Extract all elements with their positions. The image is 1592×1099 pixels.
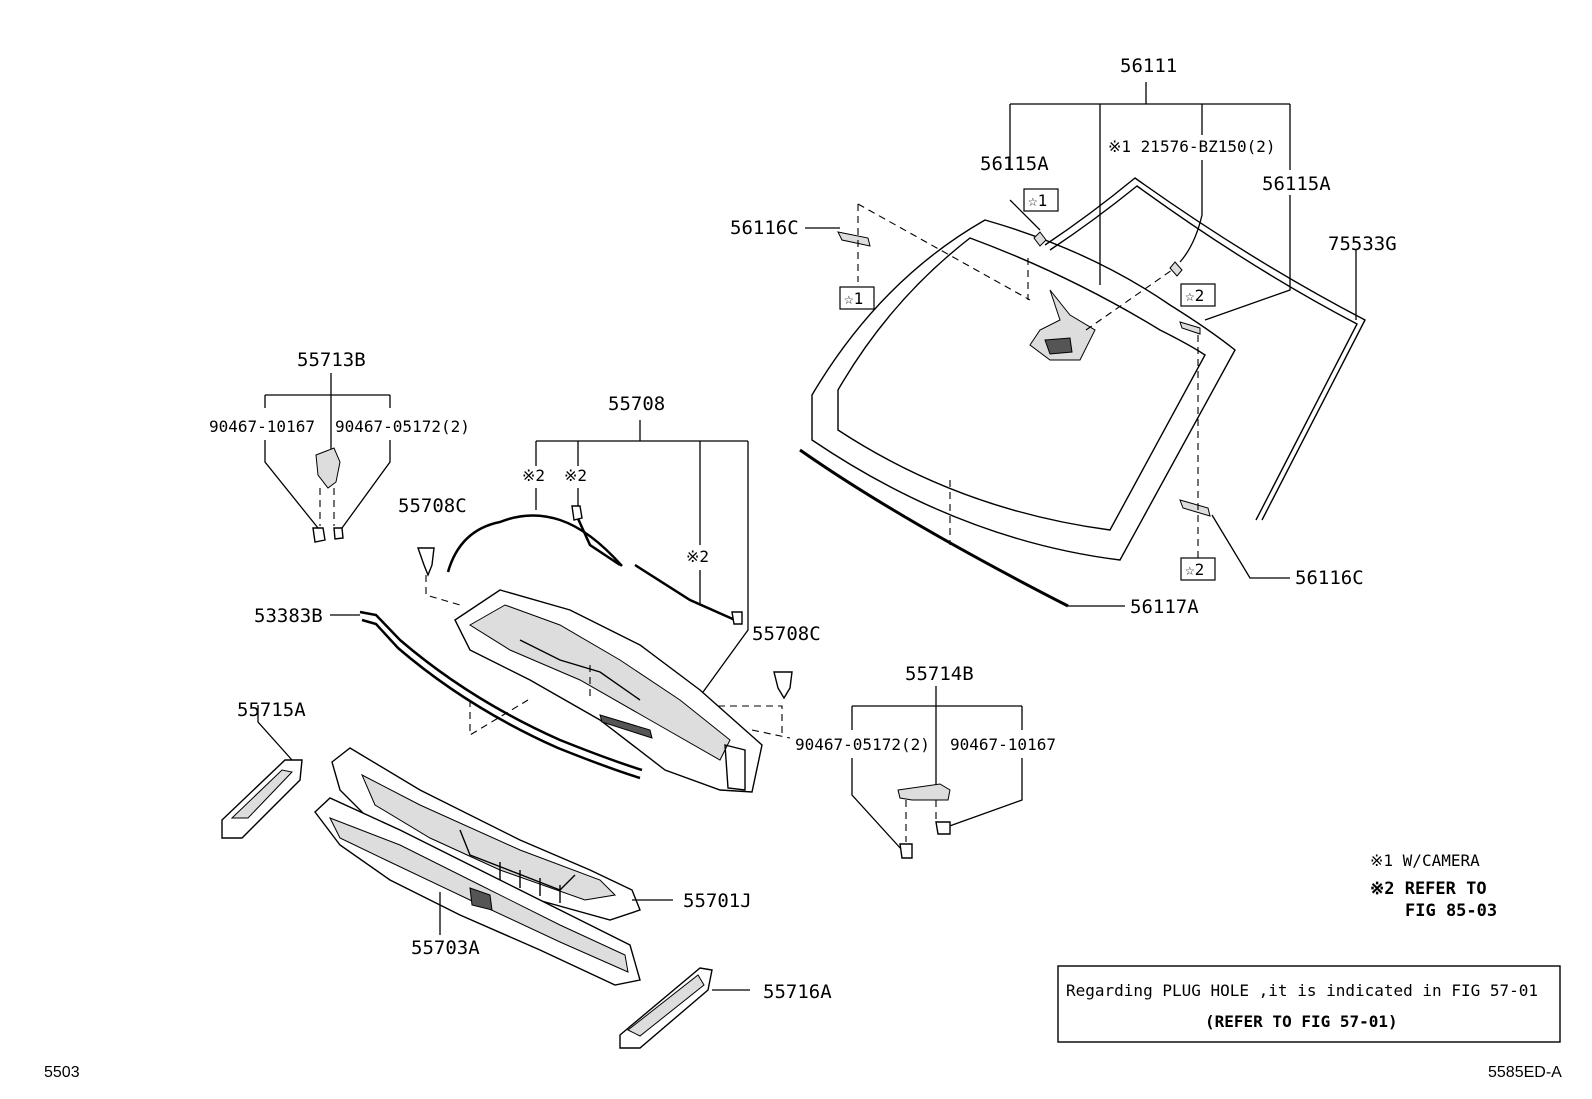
callout-55713b bbox=[264, 373, 391, 543]
label-ref2: ※2 bbox=[522, 466, 545, 485]
label-ref2: ※2 bbox=[564, 466, 587, 485]
notice-line-1: Regarding PLUG HOLE ,it is indicated in … bbox=[1066, 981, 1538, 1000]
label-55715a: 55715A bbox=[237, 699, 306, 721]
label-56116c-bottom: 56116C bbox=[1295, 567, 1364, 589]
clip-56116c-top bbox=[837, 231, 871, 247]
star-marker: ☆1 bbox=[844, 289, 863, 308]
callout-56111 bbox=[1009, 82, 1291, 321]
label-55713b: 55713B bbox=[297, 349, 366, 371]
footer-left-code: 5503 bbox=[44, 1064, 80, 1081]
legend-note-2-line1: ※2 REFER TO bbox=[1370, 879, 1487, 899]
clip-55708c-left bbox=[417, 547, 435, 577]
clip-56116c-bottom bbox=[1179, 499, 1211, 517]
label-56111: 56111 bbox=[1120, 55, 1177, 77]
label-56117a: 56117A bbox=[1130, 596, 1199, 618]
moulding-75533g bbox=[1044, 177, 1366, 521]
label-90467-10167-left: 90467-10167 bbox=[209, 417, 315, 436]
notice-box bbox=[1057, 965, 1561, 1043]
label-75533g: 75533G bbox=[1328, 233, 1397, 255]
cowl-lower-panel bbox=[314, 747, 673, 986]
windshield-glass bbox=[811, 219, 1236, 561]
star-marker: ☆2 bbox=[1185, 560, 1204, 579]
label-ref2: ※2 bbox=[686, 547, 709, 566]
legend-note-1: ※1 W/CAMERA bbox=[1370, 851, 1480, 870]
label-90467-05172-left: 90467-05172(2) bbox=[335, 417, 470, 436]
label-56115a-left: 56115A bbox=[980, 153, 1049, 175]
side-bracket-55715a bbox=[221, 705, 303, 839]
label-55708: 55708 bbox=[608, 393, 665, 415]
label-55701j: 55701J bbox=[683, 890, 752, 912]
notice-line-2: (REFER TO FIG 57-01) bbox=[1205, 1012, 1398, 1031]
label-55703a: 55703A bbox=[411, 937, 480, 959]
side-bracket-55716a bbox=[619, 967, 750, 1049]
label-55708c-right: 55708C bbox=[752, 623, 821, 645]
weatherstrip-56117a bbox=[799, 448, 1069, 608]
washer-hose bbox=[446, 514, 623, 573]
label-55714b: 55714B bbox=[905, 663, 974, 685]
legend-note-2-line2: FIG 85-03 bbox=[1405, 901, 1497, 921]
callout-55714b bbox=[851, 686, 1023, 859]
label-90467-05172-right: 90467-05172(2) bbox=[795, 735, 930, 754]
footer-right-code: 5585ED-A bbox=[1488, 1064, 1562, 1081]
star-marker: ☆1 bbox=[1028, 191, 1047, 210]
callout-55708 bbox=[535, 420, 749, 711]
label-56115a-right: 56115A bbox=[1262, 173, 1331, 195]
cowl-top-panel bbox=[454, 589, 763, 793]
star-marker: ☆2 bbox=[1185, 286, 1204, 305]
clip-55708c-right bbox=[773, 671, 793, 700]
label-90467-10167-right: 90467-10167 bbox=[950, 735, 1056, 754]
label-55716a: 55716A bbox=[763, 981, 832, 1003]
label-56116c-top: 56116C bbox=[730, 217, 799, 239]
seal-53383b bbox=[359, 610, 643, 772]
label-55708c-left: 55708C bbox=[398, 495, 467, 517]
label-camera-part: ※1 21576-BZ150(2) bbox=[1108, 137, 1276, 156]
label-53383b: 53383B bbox=[254, 605, 323, 627]
